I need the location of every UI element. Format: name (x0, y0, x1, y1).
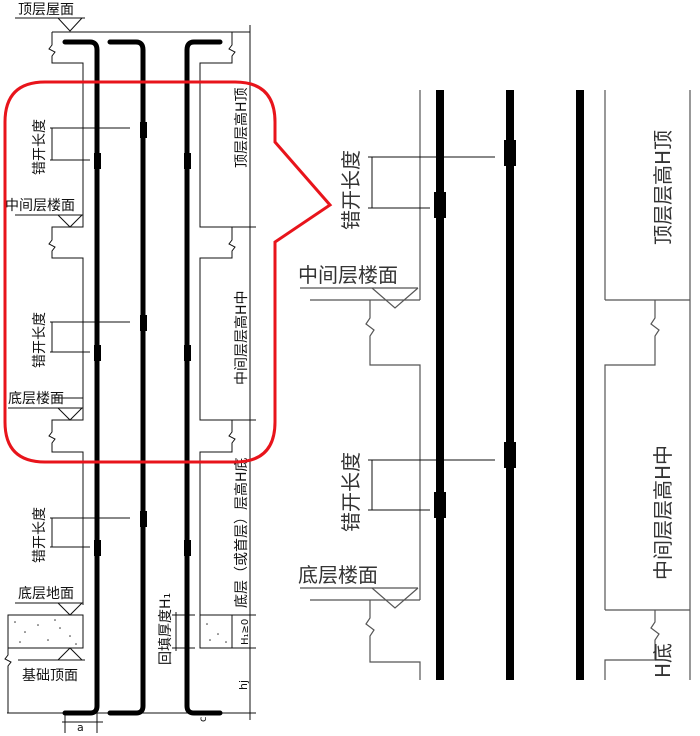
rebar-right (184, 39, 223, 716)
stagger-label: 错开长度 (32, 507, 48, 563)
bottom-height-label: 底层（或首层）层高H底 (233, 457, 250, 608)
middle-height-label: 中间层层高H中 (233, 290, 250, 385)
c-label: c (198, 717, 209, 723)
rebar-middle (107, 39, 146, 716)
right-detail: 错开长度 中间层楼面 错开长度 底层楼面 顶层层高H顶 中间层层高H中 H底 (298, 90, 691, 680)
rebar-left (62, 39, 100, 716)
backfill-soil (7, 614, 84, 649)
stagger-label: 错开长度 (339, 150, 363, 230)
left-elevation: 顶层屋面 错开长度 中间层楼面 错开长度 底层楼面 错开长度 底层地面 基础顶面… (4, 2, 256, 734)
stagger-label: 错开长度 (32, 312, 48, 368)
top-height-label: 顶层层高H顶 (233, 87, 250, 168)
middle-floor-label: 中间层楼面 (298, 263, 398, 287)
middle-floor-label: 中间层楼面 (5, 198, 75, 214)
top-height-label: 顶层层高H顶 (651, 130, 675, 245)
middle-height-label: 中间层层高H中 (651, 445, 675, 580)
backfill-label: 回填厚度H₁ (158, 593, 174, 665)
zoom-callout (3, 80, 333, 464)
roof-label: 顶层屋面 (18, 2, 74, 18)
ground-label: 底层地面 (18, 586, 74, 602)
foundation-top-label: 基础顶面 (22, 667, 78, 684)
stagger-label: 错开长度 (339, 452, 363, 532)
lap-sleeves (94, 122, 191, 556)
bottom-height-label: H底 (651, 643, 675, 678)
hj-label: hj (237, 680, 250, 690)
a-label: a (77, 721, 84, 734)
bottom-floor-label: 底层楼面 (298, 563, 378, 587)
backfill-soil (199, 614, 233, 649)
bottom-floor-label: 底层楼面 (8, 391, 64, 407)
backfill-condition-label: H₁≥0 (240, 619, 251, 645)
stagger-label: 错开长度 (32, 119, 48, 175)
lap-sleeves-detail (434, 140, 516, 518)
